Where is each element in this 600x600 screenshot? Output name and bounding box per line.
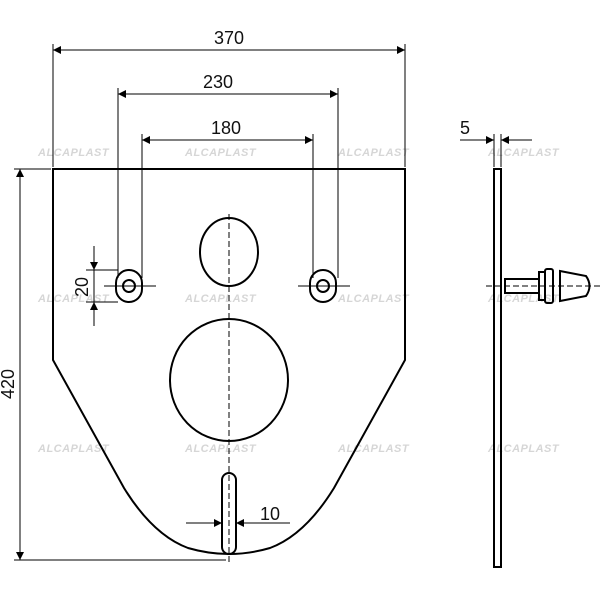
watermark-text: ALCAPLAST (487, 147, 560, 159)
plug-collar (544, 268, 554, 304)
drain-opening (169, 318, 289, 442)
dimension-hole-spacing-outer: 230 (117, 72, 339, 278)
dimension-label: 370 (214, 28, 244, 48)
dimension-overall-height: 420 (0, 168, 226, 561)
right-mounting-hole (298, 269, 350, 303)
dimension-slot-width: 10 (186, 504, 290, 527)
watermark-text: ALCAPLAST (184, 443, 257, 455)
bottom-slot (221, 472, 237, 555)
flush-pipe-opening (199, 217, 259, 287)
dimension-label: 420 (0, 369, 18, 399)
watermarks: ALCAPLAST ALCAPLAST ALCAPLAST ALCAPLAST … (37, 147, 560, 455)
left-mounting-hole (104, 269, 156, 303)
watermark-text: ALCAPLAST (337, 147, 410, 159)
watermark-text: ALCAPLAST (184, 147, 257, 159)
dimension-label: 180 (211, 118, 241, 138)
hole-slot (115, 269, 143, 303)
plug-cap (559, 269, 591, 303)
watermark-text: ALCAPLAST (487, 443, 560, 455)
hole-center (122, 279, 136, 293)
side-view-board (493, 168, 502, 568)
mounting-plug (504, 268, 591, 304)
dimension-label: 230 (203, 72, 233, 92)
dimension-hole-slot: 20 (72, 246, 118, 326)
watermark-text: ALCAPLAST (487, 293, 560, 305)
hole-center (316, 279, 330, 293)
dimension-board-thickness: 5 (460, 118, 532, 167)
watermark-text: ALCAPLAST (184, 293, 257, 305)
dimension-overall-width: 370 (52, 28, 406, 167)
watermark-text: ALCAPLAST (337, 443, 410, 455)
watermark-text: ALCAPLAST (337, 293, 410, 305)
watermark-text: ALCAPLAST (37, 147, 110, 159)
dimension-label: 20 (72, 277, 92, 297)
dimension-label: 10 (260, 504, 280, 524)
watermark-text: ALCAPLAST (37, 443, 110, 455)
dimension-label: 5 (460, 118, 470, 138)
dimension-hole-spacing-inner: 180 (141, 118, 314, 278)
hole-slot (309, 269, 337, 303)
